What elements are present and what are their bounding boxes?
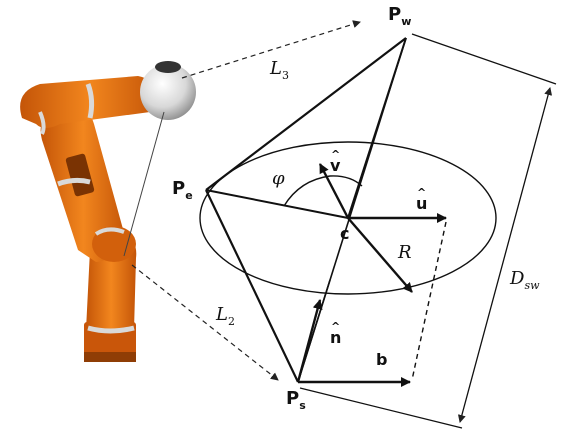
dsw-extension-bottom [299,387,463,429]
dsw-dimension-line [457,87,553,423]
robot-ring-1 [85,83,95,119]
label-l2: L2 [216,304,235,328]
dsw-extension-top [411,33,557,85]
label-center-c: c [340,224,350,243]
robot-base-foot [84,352,136,362]
v-vector [318,163,350,219]
wrist-leader-line [181,20,361,79]
label-n-hat: n [330,321,341,346]
robot-ring-3 [94,227,125,236]
label-phi: φ [272,168,285,189]
label-l3: L3 [270,58,289,82]
robot-ring-2 [57,177,91,187]
projection-dashed-line [411,221,447,381]
link-l2-line [205,189,299,383]
shoulder-leader-line [131,264,279,381]
link-l3-line [205,37,407,191]
robot-center-line [123,111,165,257]
label-r: R [398,242,412,263]
kinematic-geometry [199,33,557,429]
robot-ring-4 [87,325,135,334]
n-vector [296,299,323,383]
label-p-shoulder: Ps [286,388,306,412]
robot-arm-illustration [20,61,196,362]
label-p-wrist: Pw [388,4,412,28]
r-vector [347,217,413,293]
label-u-hat: u [416,187,427,212]
robot-ring-5 [38,111,46,135]
label-p-elbow: Pe [172,178,193,202]
label-b: b [376,350,388,369]
elbow-radius-line [205,189,349,219]
phi-angle-arc [283,175,363,207]
robot-flange [155,61,181,73]
label-dsw: Dsw [510,268,540,292]
label-v-hat: v [330,149,341,174]
robot-side-plate [65,153,95,197]
